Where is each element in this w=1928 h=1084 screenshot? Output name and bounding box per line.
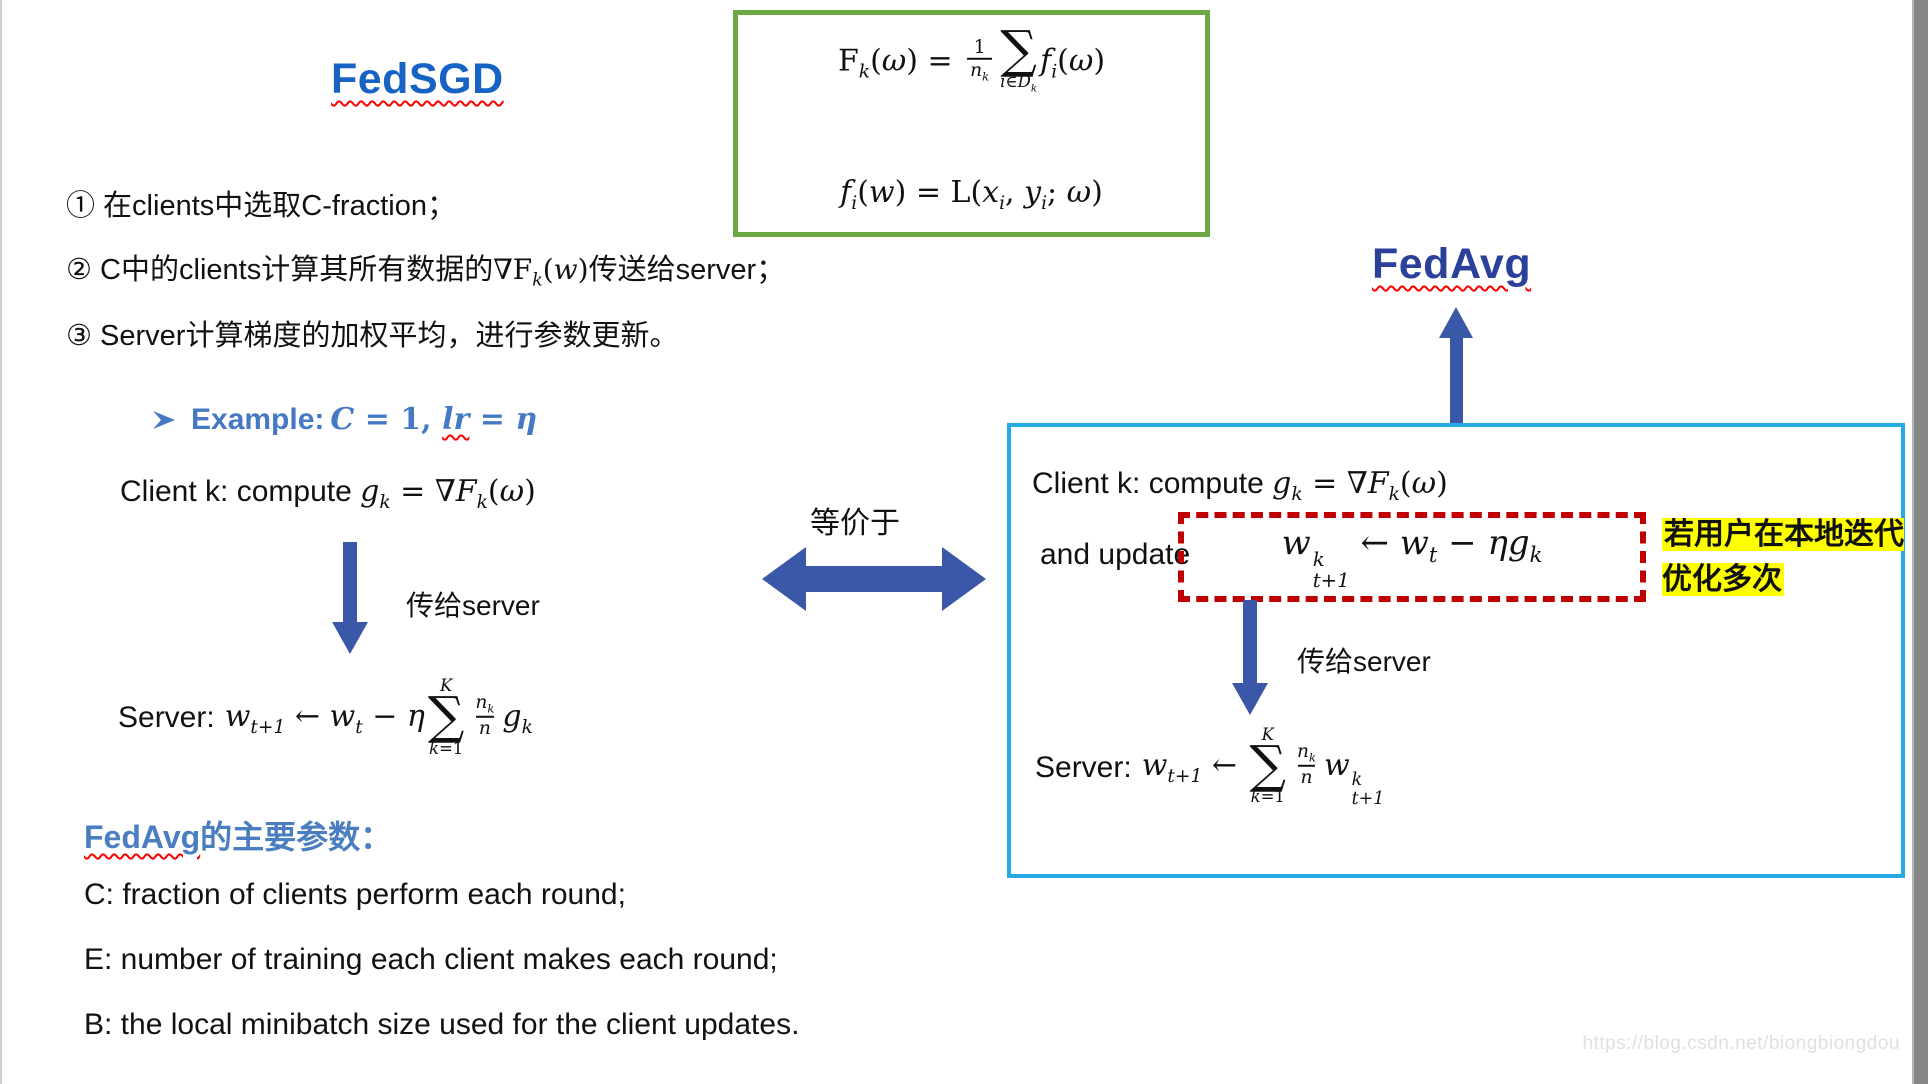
fedsgd-client-formula: gk = ∇Fk(ω) <box>360 474 536 513</box>
fedavg-title: FedAvg <box>1372 240 1532 288</box>
fedavg-server-label: Server: <box>1035 750 1132 784</box>
equivalence-label: 等价于 <box>810 507 900 540</box>
step-2: ② C中的clients计算其所有数据的∇Fk(w)传送给server； <box>66 253 786 291</box>
fedavg-client-line: Client k: compute gk = ∇Fk(ω) <box>1032 466 1448 505</box>
watermark: https://blog.csdn.net/biongbiongdou <box>1582 1033 1900 1054</box>
fedavg-send-label: 传给server <box>1297 646 1431 677</box>
param-c: C: fraction of clients perform each roun… <box>84 878 626 911</box>
arrow-bullet-icon <box>153 410 175 429</box>
example-line: Example: C = 1, lr = η <box>151 402 537 437</box>
down-arrow-icon <box>332 542 368 654</box>
step-1: ① 在clients中选取C-fraction； <box>66 190 456 222</box>
local-iteration-note: 若用户在本地迭代优化多次 <box>1662 518 1904 596</box>
example-formula: C = 1, lr = η <box>330 402 538 437</box>
fedavg-client-formula: gk = ∇Fk(ω) <box>1272 466 1448 505</box>
step-2-formula: ∇Fk(w) <box>493 253 589 291</box>
formula-fi: fi(w) = L(xi, yi; ω) <box>840 175 1103 214</box>
double-arrow-icon <box>762 547 986 611</box>
down-arrow-icon <box>1232 600 1268 715</box>
example-label: Example: <box>191 402 325 436</box>
fedsgd-send-label: 传给server <box>406 590 540 621</box>
scrollbar[interactable] <box>1912 0 1928 1084</box>
fedsgd-title: FedSGD <box>331 55 504 103</box>
step-3: ③ Server计算梯度的加权平均，进行参数更新。 <box>66 320 679 352</box>
fedavg-box <box>1007 423 1905 878</box>
params-heading: FedAvg的主要参数： <box>84 819 393 855</box>
up-arrow-icon <box>1439 307 1473 423</box>
fedavg-update-label: and update <box>1040 538 1191 571</box>
slide-left-edge <box>0 0 2 1084</box>
param-e: E: number of training each client makes … <box>84 943 778 976</box>
fedsgd-server-label: Server: <box>118 701 215 734</box>
param-b: B: the local minibatch size used for the… <box>84 1008 800 1041</box>
fedsgd-client-line: Client k: compute gk = ∇Fk(ω) <box>120 474 536 513</box>
